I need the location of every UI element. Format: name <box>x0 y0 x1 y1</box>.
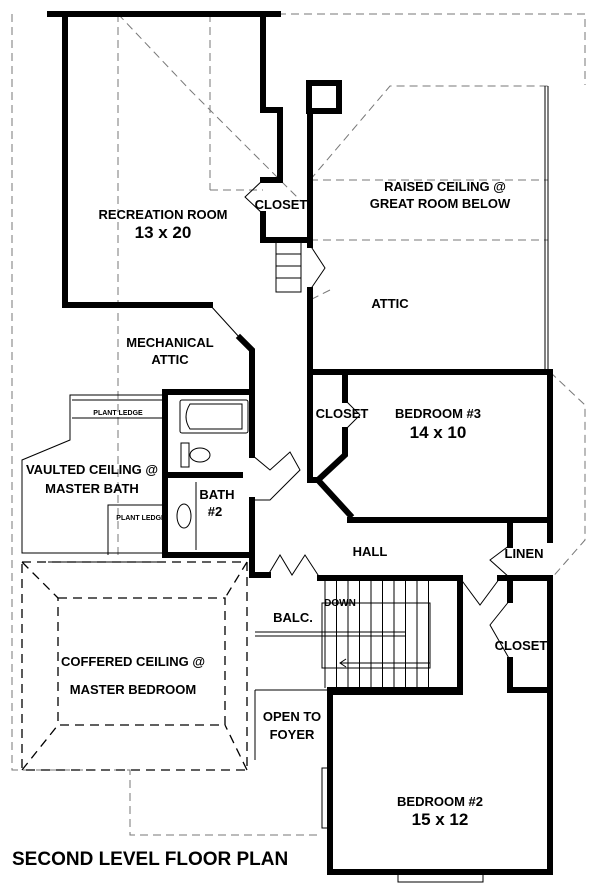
closet-bedroom2-label: CLOSET <box>495 638 548 653</box>
bath2-label-1: BATH <box>199 487 234 502</box>
hall-label: HALL <box>353 544 388 559</box>
vaulted-ceiling-label-2: MASTER BATH <box>45 481 139 496</box>
plan-title: SECOND LEVEL FLOOR PLAN <box>12 849 288 870</box>
plant-ledge-label-2: PLANT LEDGE <box>116 515 166 522</box>
bedroom3-label: BEDROOM #3 <box>395 406 481 421</box>
raised-ceiling-label-1: RAISED CEILING @ <box>384 179 506 194</box>
room-labels: RECREATION ROOM 13 x 20 CLOSET RAISED CE… <box>12 179 547 870</box>
bedroom2-label: BEDROOM #2 <box>397 794 483 809</box>
walls <box>47 11 553 875</box>
balcony-label: BALC. <box>273 610 313 625</box>
bath2-label-2: #2 <box>208 504 222 519</box>
coffered-ceiling-outline <box>21 561 248 771</box>
linen-label: LINEN <box>505 546 544 561</box>
stairs-down-label: DOWN <box>324 598 356 609</box>
master-bath-outline <box>21 394 165 563</box>
plant-ledge-label-1: PLANT LEDGE <box>93 410 143 417</box>
mechanical-attic-label-1: MECHANICAL <box>126 335 213 350</box>
raised-ceiling-label-2: GREAT ROOM BELOW <box>370 196 511 211</box>
coffered-ceiling-label-1: COFFERED CEILING @ <box>61 654 205 669</box>
door-swings <box>209 179 511 883</box>
open-to-foyer-label-1: OPEN TO <box>263 709 321 724</box>
attic-label: ATTIC <box>371 296 409 311</box>
closet-top-label: CLOSET <box>255 197 308 212</box>
closet-bedroom3-label: CLOSET <box>316 406 369 421</box>
stairs <box>254 241 431 760</box>
bedroom3-size: 14 x 10 <box>410 423 467 442</box>
bath-fixtures <box>176 399 249 550</box>
roof-outlines <box>11 13 586 836</box>
coffered-ceiling-label-2: MASTER BEDROOM <box>70 682 196 697</box>
recreation-room-label: RECREATION ROOM <box>98 207 227 222</box>
mechanical-attic-label-2: ATTIC <box>151 352 189 367</box>
vaulted-ceiling-label-1: VAULTED CEILING @ <box>26 462 158 477</box>
recreation-room-size: 13 x 20 <box>135 223 192 242</box>
bedroom2-size: 15 x 12 <box>412 810 469 829</box>
open-to-foyer-label-2: FOYER <box>270 727 315 742</box>
